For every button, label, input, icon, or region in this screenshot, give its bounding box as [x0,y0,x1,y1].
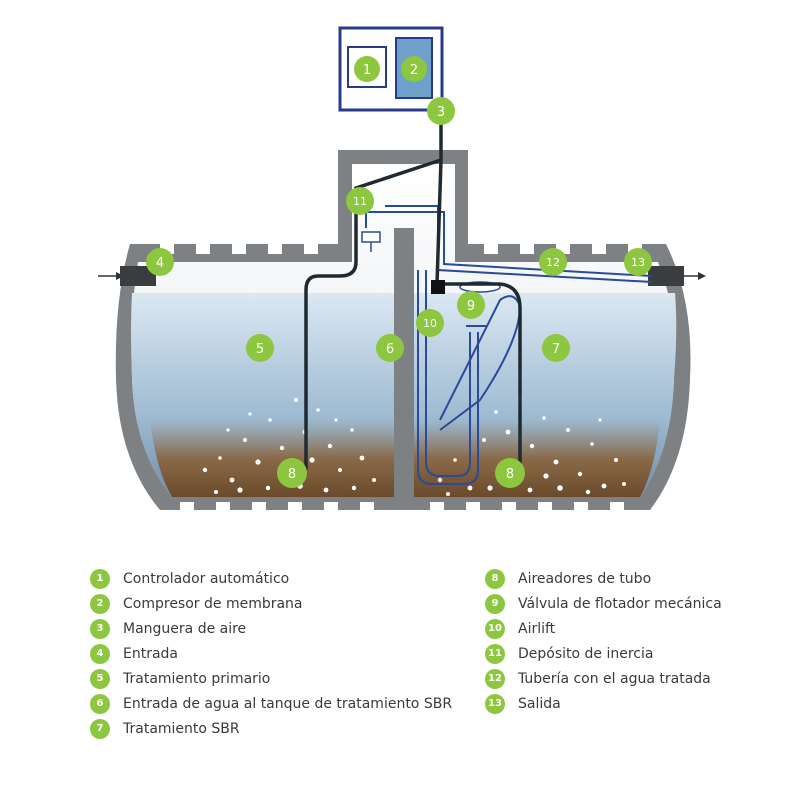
tank-body [115,150,691,512]
legend-label: Tratamiento SBR [123,720,240,737]
svg-text:4: 4 [156,256,164,271]
legend-label: Depósito de inercia [518,645,654,662]
legend-item: 8 Aireadores de tubo [485,566,722,591]
legend-item: 1 Controlador automático [90,566,452,591]
legend-number: 6 [90,693,110,714]
air-distributor [431,280,445,294]
legend-label: Controlador automático [123,570,290,587]
outlet-pipe [648,266,706,286]
legend-number: 11 [485,643,505,664]
badge-3: 3 [427,97,455,125]
legend-number: 1 [90,568,110,589]
legend-number: 8 [485,568,505,589]
inertia-tank [361,231,381,252]
svg-text:5: 5 [256,342,264,357]
svg-text:12: 12 [546,256,560,269]
legend-item: 11 Depósito de inercia [485,641,722,666]
svg-text:10: 10 [423,317,437,330]
legend-label: Airlift [518,620,556,637]
legend-item: 2 Compresor de membrana [90,591,452,616]
legend-label: Compresor de membrana [123,595,303,612]
badge-5: 5 [246,334,274,362]
legend-label: Tratamiento primario [123,670,271,687]
legend-label: Salida [518,695,561,712]
badge-8-right: 8 [495,458,525,488]
badge-12: 12 [539,248,567,276]
legend-label: Entrada de agua al tanque de tratamiento… [123,695,453,712]
badge-4: 4 [146,248,174,276]
legend-item: 13 Salida [485,691,722,716]
legend-number: 3 [90,618,110,639]
legend-label: Aireadores de tubo [518,570,652,587]
badge-2: 2 [401,56,427,82]
svg-text:3: 3 [437,105,445,120]
inlet-pipe [98,266,156,286]
svg-text:9: 9 [467,299,475,314]
legend-number: 7 [90,718,110,739]
legend-number: 5 [90,668,110,689]
badge-7: 7 [542,334,570,362]
legend-number: 9 [485,593,505,614]
badge-10: 10 [416,309,444,337]
legend-left: 1 Controlador automático 2 Compresor de me… [90,566,452,741]
badge-9: 9 [457,291,485,319]
legend-item: 9 Válvula de flotador mecánica [485,591,722,616]
svg-text:1: 1 [363,63,371,78]
svg-text:7: 7 [552,342,560,357]
septic-tank-diagram: 1 2 3 4 5 6 7 8 8 9 10 11 12 13 [98,26,706,512]
air-bubbles [202,398,626,496]
legend-right: 8 Aireadores de tubo 9 Válvula de flotador… [485,566,722,716]
legend-label: Válvula de flotador mecánica [518,595,722,612]
legend-number: 13 [485,693,505,714]
legend-number: 12 [485,668,505,689]
legend-item: 3 Manguera de aire [90,616,452,641]
badge-1: 1 [354,56,380,82]
legend-item: 12 Tubería con el agua tratada [485,666,722,691]
legend-number: 10 [485,618,505,639]
svg-text:2: 2 [410,63,418,78]
svg-text:6: 6 [386,342,394,357]
legend-number: 4 [90,643,110,664]
legend-item: 6 Entrada de agua al tanque de tratamient… [90,691,452,716]
badge-11: 11 [346,187,374,215]
svg-text:8: 8 [506,467,514,482]
svg-text:8: 8 [288,467,296,482]
badge-13: 13 [624,248,652,276]
badge-6: 6 [376,334,404,362]
svg-text:13: 13 [631,256,645,269]
legend-label: Manguera de aire [123,620,247,637]
badge-8-left: 8 [277,458,307,488]
legend-label: Entrada [123,645,179,662]
legend-item: 10 Airlift [485,616,722,641]
legend-item: 5 Tratamiento primario [90,666,452,691]
svg-text:11: 11 [353,195,367,208]
legend-item: 4 Entrada [90,641,452,666]
partition-wall [394,228,414,510]
legend-item: 7 Tratamiento SBR [90,716,452,741]
legend-label: Tubería con el agua tratada [518,670,711,687]
legend-number: 2 [90,593,110,614]
